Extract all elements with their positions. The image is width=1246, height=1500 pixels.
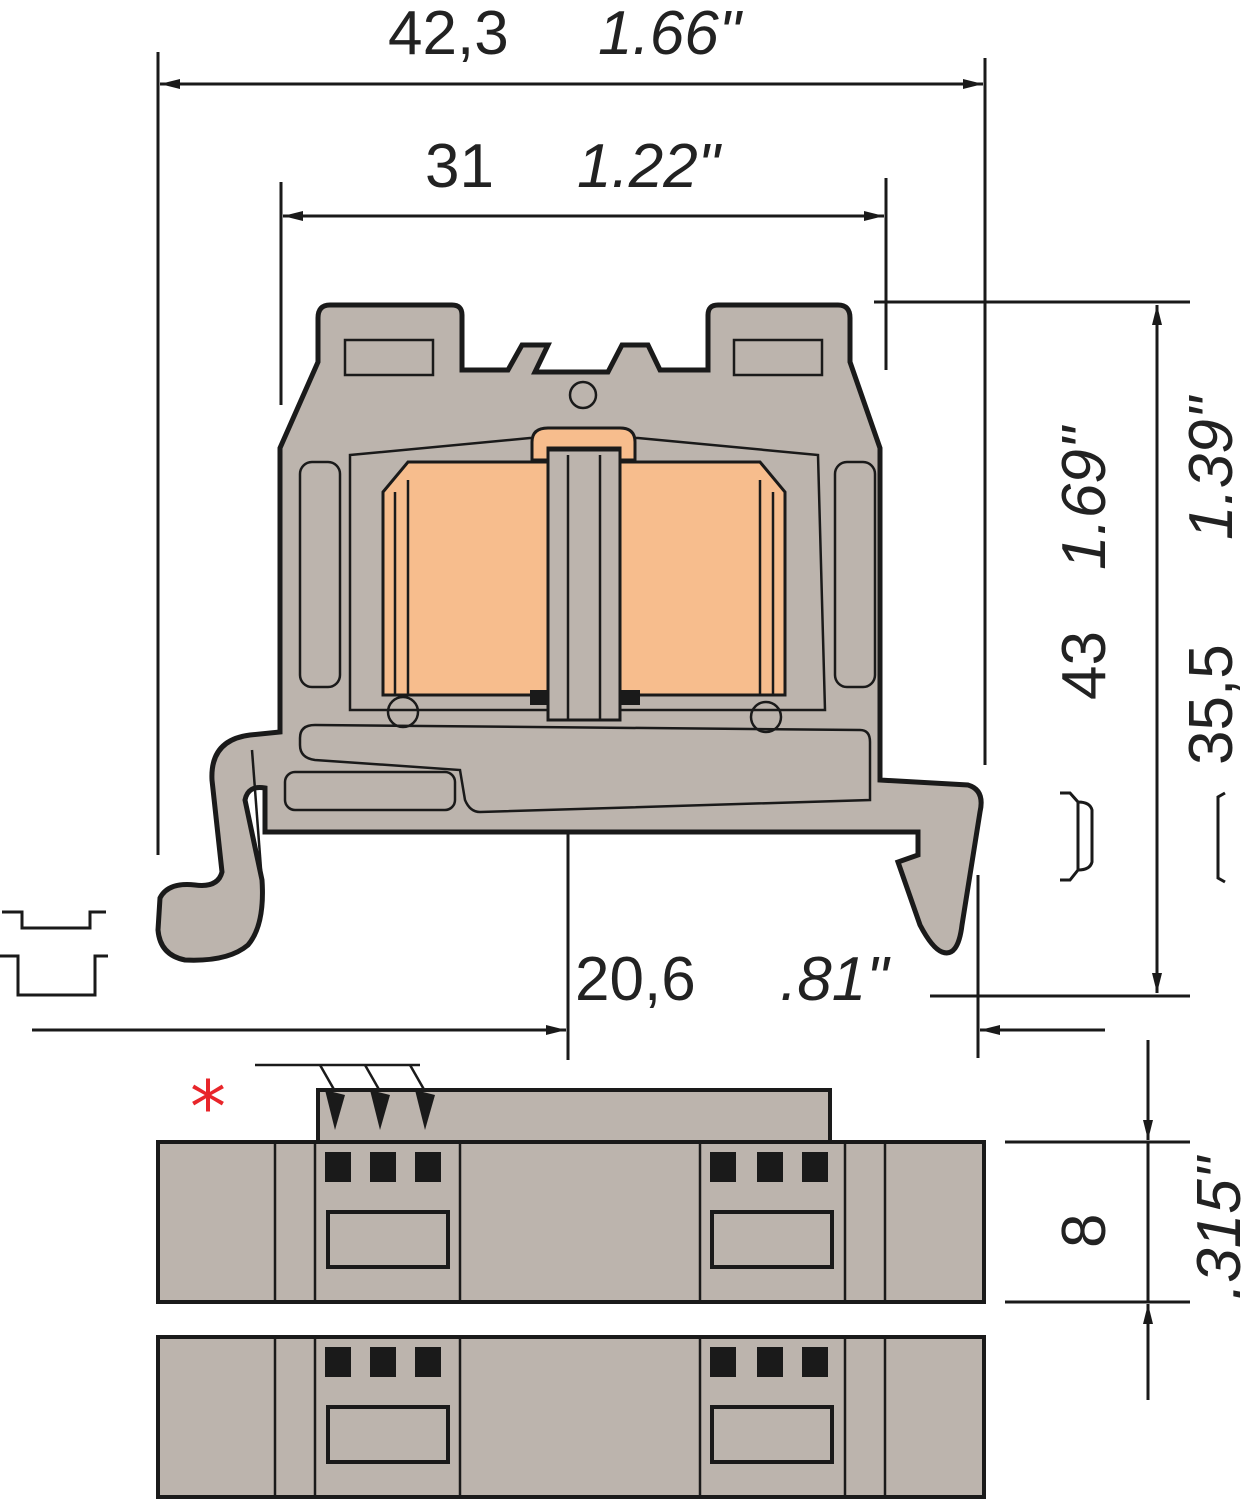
screw-hole-right bbox=[749, 700, 783, 734]
rail-height-in: 1.39" bbox=[1177, 394, 1246, 540]
offset-in: .81" bbox=[780, 945, 891, 1014]
top-view-asterisk: * bbox=[190, 1063, 432, 1149]
height-mm: 43 bbox=[1050, 631, 1119, 700]
inner-width-in: 1.22" bbox=[577, 132, 723, 201]
din-rail-bracket-icon bbox=[1216, 791, 1226, 884]
thickness-in: .315" bbox=[1185, 1154, 1246, 1300]
height-dimensions: 43 1.69" 35,5 1.39" bbox=[874, 300, 1246, 998]
height-in: 1.69" bbox=[1050, 424, 1119, 570]
overall-width-in: 1.66" bbox=[598, 0, 744, 68]
rail-height-mm: 35,5 bbox=[1177, 644, 1246, 765]
jumper-bar bbox=[316, 1088, 832, 1144]
bottom-slot bbox=[283, 770, 457, 812]
top-view-block-2 bbox=[156, 1335, 986, 1499]
marker-slot-left bbox=[343, 338, 435, 377]
marker-slot-right bbox=[732, 338, 824, 377]
overall-width-dimension: 42,3 1.66" bbox=[156, 0, 987, 855]
inner-width-mm: 31 bbox=[425, 132, 494, 201]
offset-dimension: 20,6 .81" bbox=[32, 800, 1105, 1060]
inner-width-dimension: 31 1.22" bbox=[279, 132, 888, 405]
screw-hole-top bbox=[568, 380, 598, 410]
top-view-block-1 bbox=[156, 1088, 986, 1304]
overall-width-mm: 42,3 bbox=[388, 0, 509, 68]
din-rail-profile-icon bbox=[1060, 791, 1094, 882]
terminal-block-side-view bbox=[155, 302, 984, 963]
thickness-dimension: 8 .315" bbox=[1005, 1040, 1246, 1400]
offset-mm: 20,6 bbox=[575, 945, 696, 1014]
din-rail-icon-left bbox=[0, 910, 108, 997]
asterisk-marker: * bbox=[190, 1065, 226, 1149]
thickness-mm: 8 bbox=[1050, 1214, 1119, 1248]
